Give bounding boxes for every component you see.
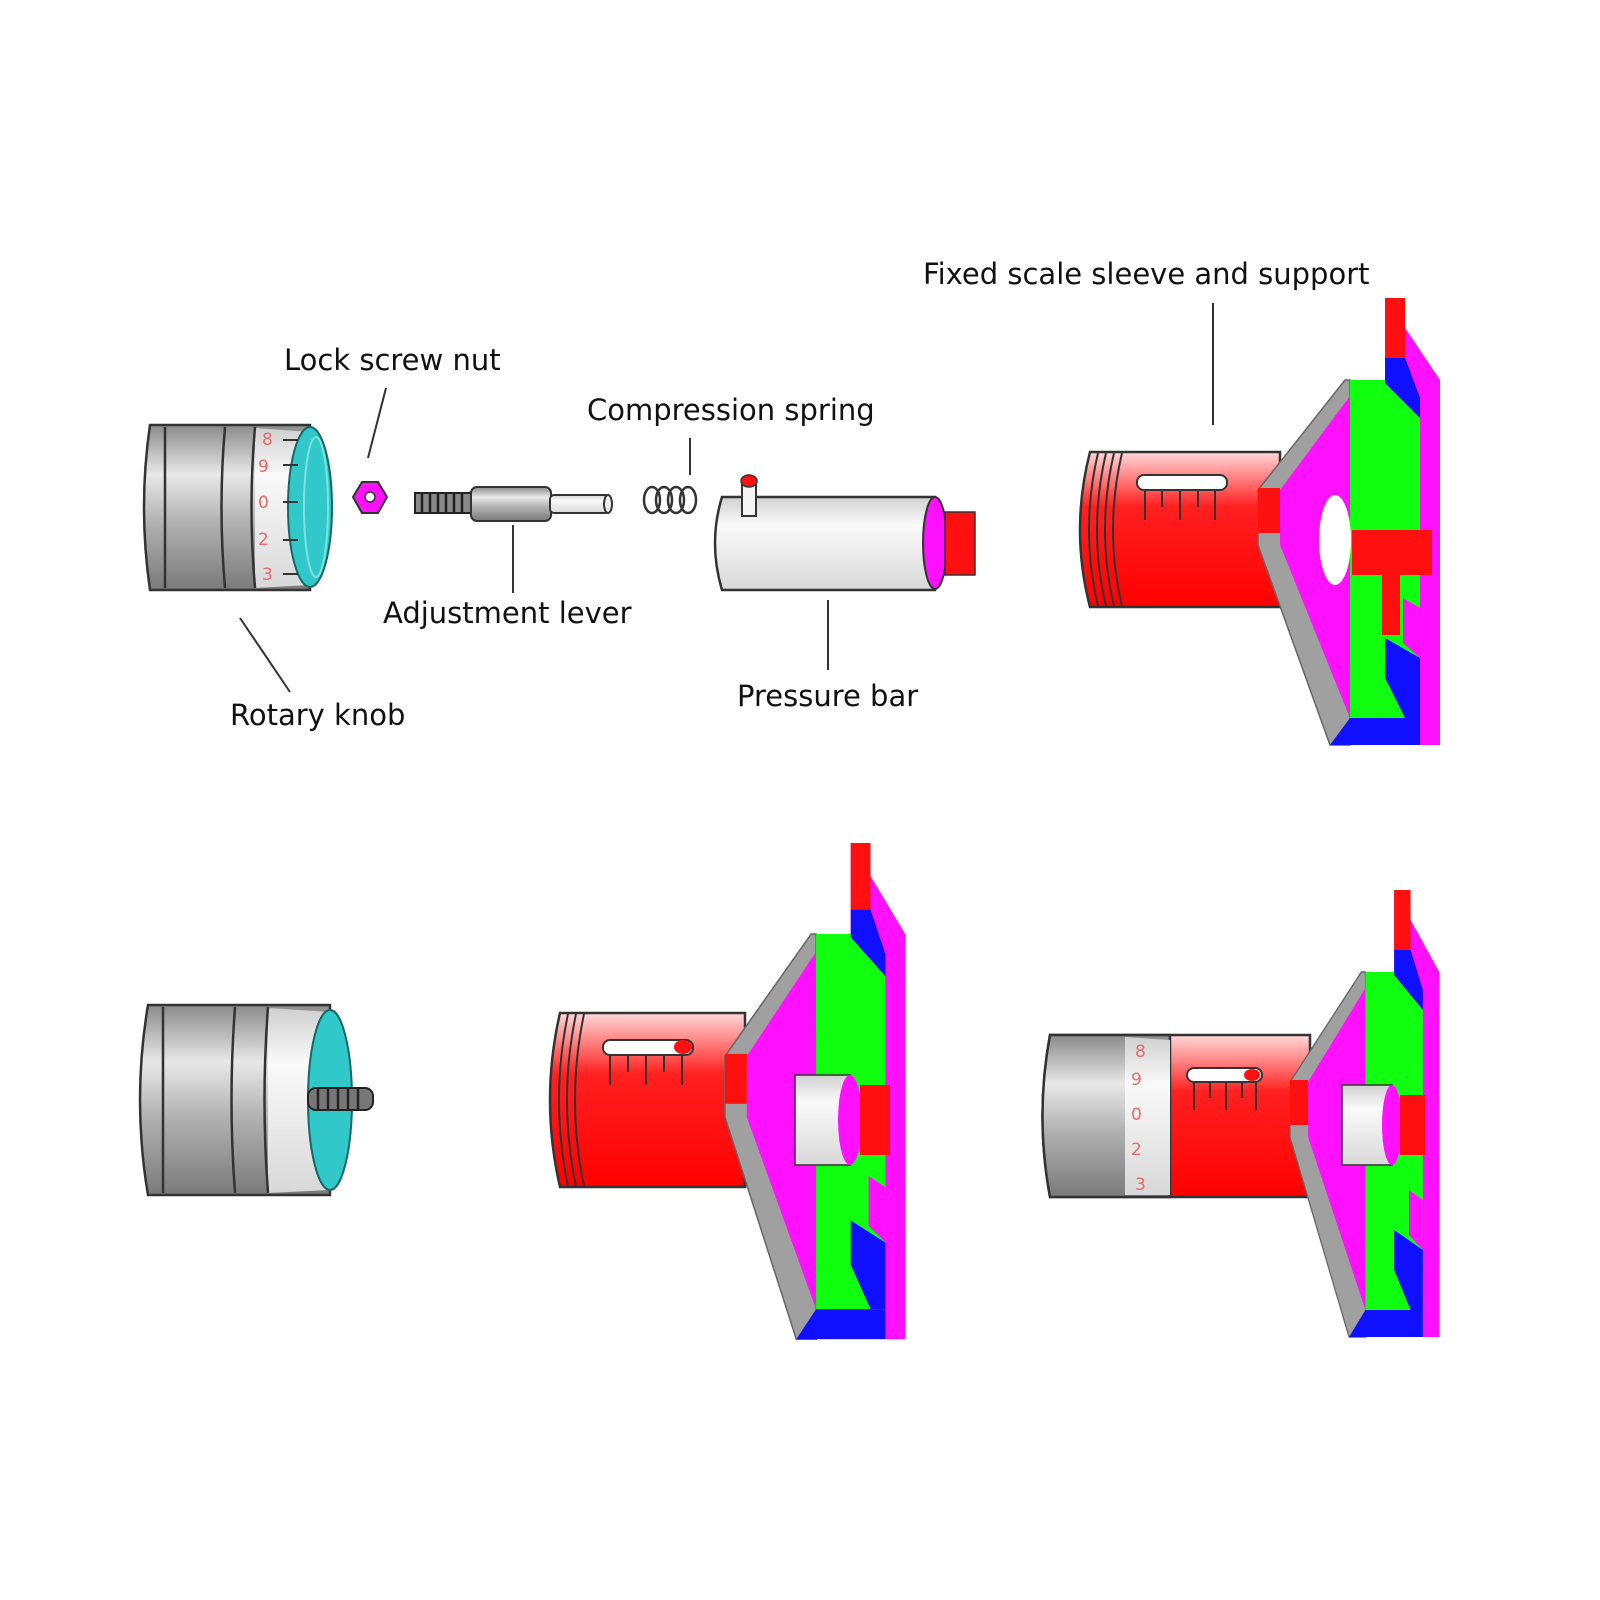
svg-text:Pressure bar: Pressure bar — [737, 679, 918, 713]
sleeve-assembly-middle — [548, 842, 907, 1341]
rotary-knob: 8 9 0 2 3 — [142, 423, 333, 592]
knob-scale: 8 9 0 2 3 — [258, 430, 298, 585]
svg-text:8: 8 — [262, 430, 273, 450]
fixed-sleeve-support — [1078, 297, 1441, 746]
svg-text:9: 9 — [1131, 1070, 1142, 1090]
svg-text:Adjustment lever: Adjustment lever — [383, 596, 632, 630]
svg-text:Fixed scale sleeve and support: Fixed scale sleeve and support — [923, 257, 1370, 291]
assembled-micrometer: 8 9 0 2 3 — [1041, 889, 1440, 1338]
adjustment-lever — [414, 486, 613, 522]
svg-text:9: 9 — [258, 457, 269, 477]
assembled-knob-scale: 8 9 0 2 3 — [1131, 1042, 1146, 1195]
svg-text:Lock screw nut: Lock screw nut — [284, 343, 501, 377]
label-lever: Adjustment lever — [383, 525, 632, 630]
label-rotary-knob: Rotary knob — [230, 617, 405, 732]
svg-text:Rotary knob: Rotary knob — [230, 698, 405, 732]
compression-spring — [642, 485, 698, 515]
label-pressure-bar: Pressure bar — [737, 600, 918, 713]
lock-screw-nut — [351, 481, 389, 514]
svg-text:2: 2 — [1131, 1140, 1142, 1160]
svg-text:2: 2 — [258, 530, 269, 550]
label-lock-nut: Lock screw nut — [284, 343, 501, 459]
svg-text:3: 3 — [262, 565, 273, 585]
svg-text:Compression spring: Compression spring — [587, 393, 875, 427]
label-fixed-sleeve: Fixed scale sleeve and support — [923, 257, 1370, 425]
svg-text:3: 3 — [1135, 1175, 1146, 1195]
svg-text:0: 0 — [258, 493, 269, 513]
label-spring: Compression spring — [587, 393, 875, 475]
pressure-bar — [713, 474, 976, 592]
svg-text:0: 0 — [1131, 1105, 1142, 1125]
knob-with-lever — [138, 1003, 374, 1197]
svg-text:8: 8 — [1135, 1042, 1146, 1062]
